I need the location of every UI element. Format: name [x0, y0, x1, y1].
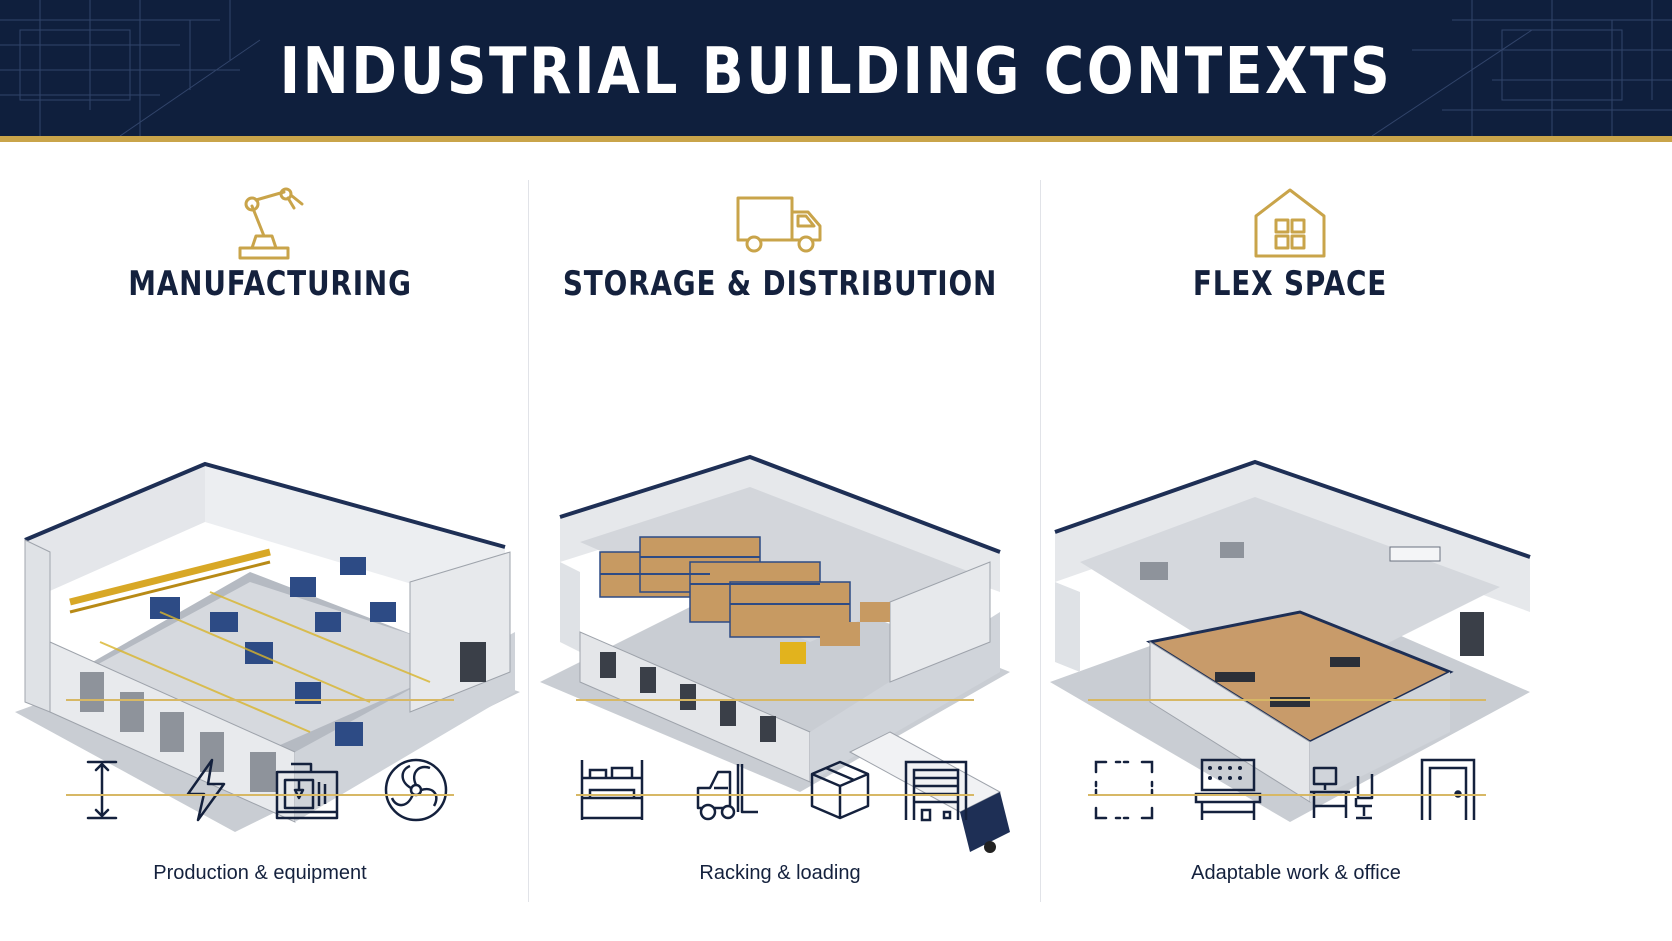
panel-caption: Racking & loading: [699, 862, 861, 884]
flex-space-facility-illustration: [1050, 459, 1531, 822]
feature-bottom-rule: [576, 794, 974, 796]
door-icon: [1420, 758, 1476, 820]
column-divider: [528, 180, 529, 902]
loading-dock-door-icon: [904, 760, 968, 822]
feature-top-rule: [66, 699, 454, 701]
blueprint-grid-left-decoration: [0, 0, 261, 136]
office-desk-icon: [1310, 766, 1374, 820]
feature-bottom-rule: [1088, 794, 1486, 796]
header-gold-stripe: [0, 136, 1672, 142]
panel-caption: Adaptable work & office: [1191, 862, 1401, 884]
flexible-area-icon: [1094, 760, 1154, 820]
delivery-truck-icon: [736, 196, 822, 253]
page-title: INDUSTRIAL BUILDING CONTEXTS: [279, 35, 1393, 109]
forklift-icon: [696, 764, 758, 821]
cnc-machine-icon: [275, 762, 339, 820]
ceiling-height-icon: [86, 760, 118, 820]
warehouse-facility-illustration: [540, 454, 1010, 853]
feature-bottom-rule: [66, 794, 454, 796]
house-building-icon: [1254, 188, 1326, 258]
panel-caption: Production & equipment: [153, 862, 367, 884]
workbench-pegboard-icon: [1194, 758, 1262, 820]
ventilation-fan-icon: [384, 758, 448, 822]
package-box-icon: [810, 760, 870, 820]
panel-manufacturing: MANUFACTURING: [0, 142, 540, 941]
header-banner: INDUSTRIAL BUILDING CONTEXTS: [0, 0, 1672, 136]
panel-title: FLEX SPACE: [1192, 264, 1388, 304]
pallet-racking-icon: [580, 760, 644, 820]
manufacturing-facility-illustration: [15, 461, 520, 832]
blueprint-grid-right-decoration: [1371, 0, 1672, 136]
power-lightning-icon: [186, 758, 226, 822]
feature-top-rule: [576, 699, 974, 701]
panel-flex-space: FLEX SPACE: [1020, 142, 1560, 941]
column-divider: [1040, 180, 1041, 902]
panel-title: STORAGE & DISTRIBUTION: [562, 264, 998, 304]
panel-storage-distribution: STORAGE & DISTRIBUTION: [510, 142, 1050, 941]
robotic-arm-icon: [238, 187, 304, 260]
feature-top-rule: [1088, 699, 1486, 701]
panel-title: MANUFACTURING: [128, 264, 412, 304]
